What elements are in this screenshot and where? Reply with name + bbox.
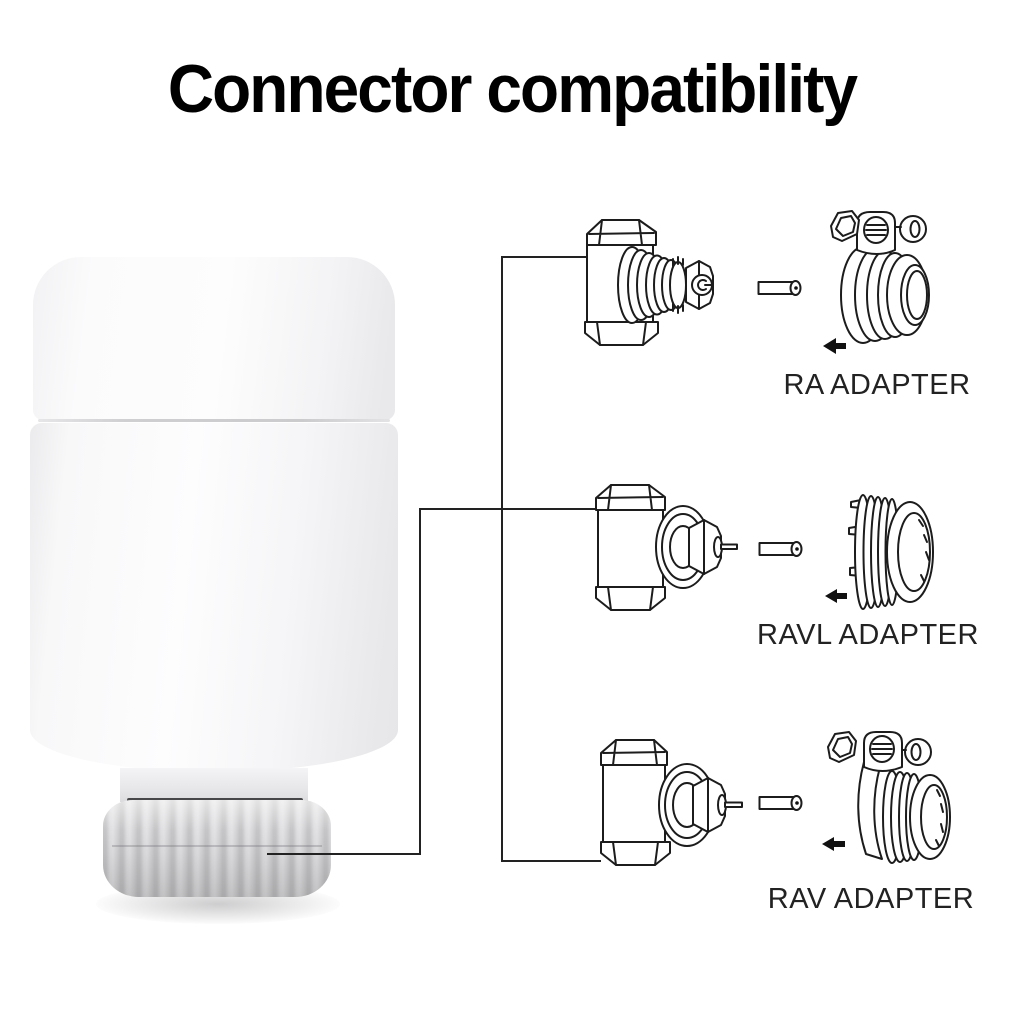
rav-adapter-illustration [822,731,951,864]
thermostat-neck [120,768,308,802]
adapter-pin-illustration [758,795,803,811]
ra-adapter-label: RA ADAPTER [783,369,971,401]
ra-adapter-illustration [823,210,930,354]
rav-valve-illustration [600,739,743,866]
connector-line-bottom-branch [501,860,601,862]
adapter-pin-illustration [758,541,803,557]
adapter-pin-illustration [757,280,802,296]
connector-line-trunk [501,256,503,862]
thermostat-seam [38,419,390,422]
connector-line-top-branch [501,256,589,258]
thermostat-knurled-ring [103,800,331,897]
ravl-adapter-label: RAVL ADAPTER [757,619,979,651]
ravl-adapter-illustration [825,494,934,610]
ravl-valve-illustration [595,484,738,611]
page-title: Connector compatibility [167,51,858,127]
connector-line-ring [267,853,420,855]
connector-line-vertical-left [419,508,421,855]
ra-valve-illustration [584,219,714,346]
thermostat-body [30,423,398,772]
thermostat-cap [33,257,395,420]
connector-line-middle-branch [419,508,603,510]
rav-adapter-label: RAV ADAPTER [767,883,975,915]
